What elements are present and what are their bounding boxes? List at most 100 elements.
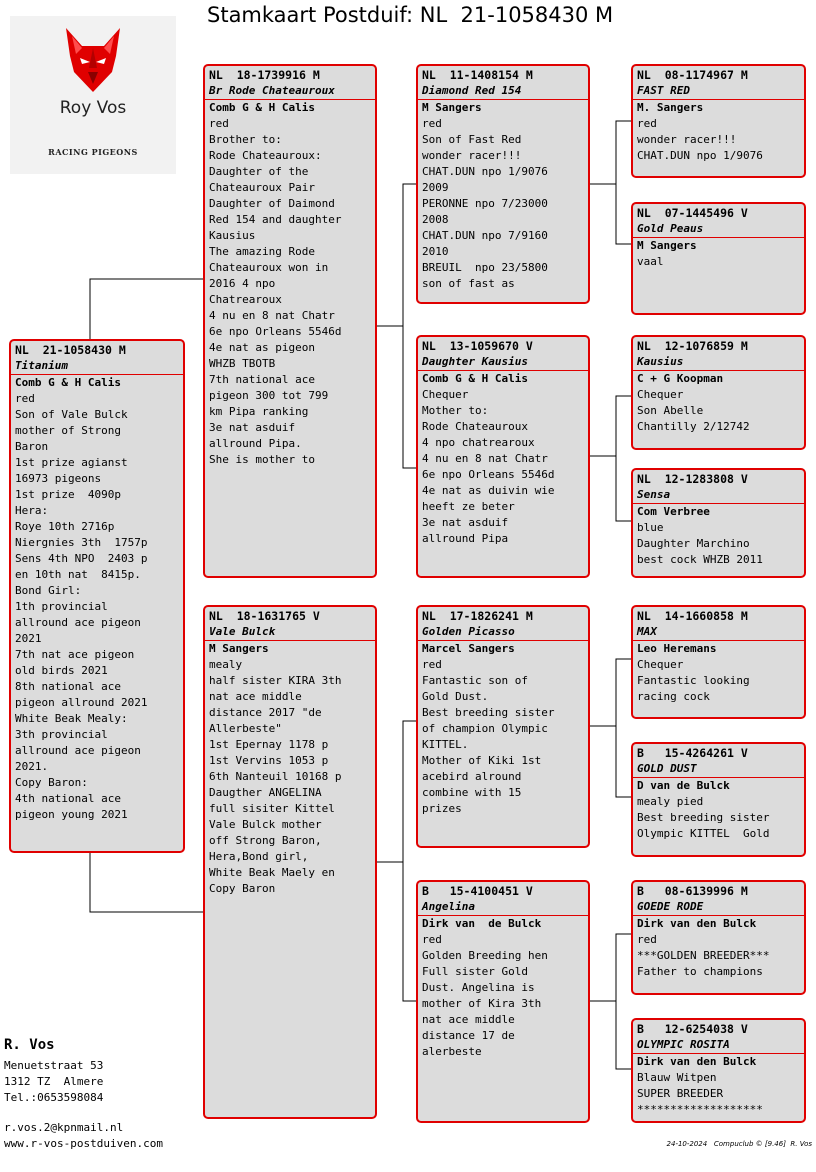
note-line: 6th Nanteuil 10168 p: [209, 770, 342, 783]
pigeon-name: Br Rode Chateauroux: [205, 83, 375, 100]
note-line: Hera:: [15, 504, 49, 517]
note-line: red: [422, 933, 442, 946]
note-line: 3e nat asduif: [422, 516, 509, 529]
ring-number: B 08-6139996 M: [637, 884, 748, 898]
note-line: KITTEL.: [422, 738, 469, 751]
note-line: Daughter of Daimond: [209, 197, 335, 210]
note-line: full sisiter Kittel: [209, 802, 335, 815]
note-line: 4 npo chatrearoux: [422, 436, 535, 449]
note-line: WHZB TBOTB: [209, 357, 276, 370]
note-line: 6e npo Orleans 5546d: [209, 325, 342, 338]
note-line: 3e nat asduif: [209, 421, 296, 434]
note-line: Chatrearoux: [209, 293, 282, 306]
note-line: allround ace pigeon: [15, 616, 141, 629]
note-line: Chateauroux Pair: [209, 181, 315, 194]
breeder: Comb G & H Calis: [422, 372, 528, 385]
owner-name: R. Vos: [4, 1037, 55, 1053]
note-line: Fantastic son of: [422, 674, 528, 687]
note-line: 1st Vervins 1053 p: [209, 754, 329, 767]
pigeon-name: Diamond Red 154: [418, 83, 588, 100]
note-line: allround ace pigeon: [15, 744, 141, 757]
note-line: red: [422, 658, 442, 671]
pigeon-name: Angelina: [418, 899, 588, 916]
note-line: 2010: [422, 245, 449, 258]
note-line: old birds 2021: [15, 664, 108, 677]
breeder: Dirk van den Bulck: [637, 1055, 757, 1068]
pigeon-name: MAX: [633, 624, 804, 641]
pigeon-name: Titanium: [11, 358, 183, 375]
note-line: racing cock: [637, 690, 710, 703]
note-line: *******************: [637, 1103, 763, 1116]
logo-name: Roy Vos: [59, 98, 127, 118]
note-line: heeft ze beter: [422, 500, 515, 513]
note-line: 7th national ace: [209, 373, 315, 386]
pigeon-name: Vale Bulck: [205, 624, 375, 641]
note-line: 1st prize agianst: [15, 456, 128, 469]
note-line: red: [15, 392, 35, 405]
owner-address-street: Menuetstraat 53: [4, 1059, 104, 1072]
note-line: Chequer: [422, 388, 469, 401]
note-line: Allerbeste": [209, 722, 282, 735]
note-line: best cock WHZB 2011: [637, 553, 763, 566]
pigeon-name: Daughter Kausius: [418, 354, 588, 371]
note-line: Mother to:: [422, 404, 489, 417]
note-line: off Strong Baron,: [209, 834, 322, 847]
note-line: Golden Breeding hen: [422, 949, 548, 962]
note-line: red: [422, 117, 442, 130]
ring-number: NL 21-1058430 M: [15, 343, 126, 357]
note-line: red: [637, 117, 657, 130]
note-line: Chequer: [637, 388, 684, 401]
note-line: White Beak Mealy:: [15, 712, 128, 725]
note-line: nat ace middle: [209, 690, 302, 703]
note-line: Baron: [15, 440, 49, 453]
note-line: Red 154 and daughter: [209, 213, 342, 226]
owner-address-city: 1312 TZ Almere: [4, 1075, 104, 1088]
pigeon-name: Sensa: [633, 487, 804, 504]
note-line: km Pipa ranking: [209, 405, 309, 418]
pigeon-name: Golden Picasso: [418, 624, 588, 641]
note-line: SUPER BREEDER: [637, 1087, 724, 1100]
breeder: M Sangers: [209, 642, 269, 655]
note-line: pigeon allround 2021: [15, 696, 148, 709]
ring-number: B 15-4100451 V: [422, 884, 533, 898]
pedigree-card-sire: NL 18-1739916 M Br Rode Chateauroux Comb…: [203, 64, 377, 578]
pedigree-card-dss: NL 14-1660858 M MAX Leo Heremans Chequer…: [631, 605, 806, 719]
note-line: Sens 4th NPO 2403 p: [15, 552, 148, 565]
pedigree-card-dsd: B 15-4264261 V GOLD DUST D van de Bulck …: [631, 742, 806, 857]
ring-number: NL 12-1283808 V: [637, 472, 748, 486]
breeder: Dirk van de Bulck: [422, 917, 542, 930]
page-title: Stamkaart Postduif: NL 21-1058430 M: [207, 3, 614, 27]
note-line: CHAT.DUN npo 7/9160: [422, 229, 548, 242]
note-line: Olympic KITTEL Gold: [637, 827, 770, 840]
note-line: 6e npo Orleans 5546d: [422, 468, 555, 481]
note-line: 3th provincial: [15, 728, 108, 741]
note-line: Daughter Marchino: [637, 537, 750, 550]
ring-number: NL 17-1826241 M: [422, 609, 533, 623]
note-line: 4e nat as pigeon: [209, 341, 315, 354]
breeder: Dirk van den Bulck: [637, 917, 757, 930]
pigeon-name: GOEDE RODE: [633, 899, 804, 916]
note-line: wonder racer!!!: [422, 149, 522, 162]
note-line: blue: [637, 521, 664, 534]
note-line: CHAT.DUN npo 1/9076: [637, 149, 763, 162]
note-line: Chateauroux won in: [209, 261, 329, 274]
ring-number: B 15-4264261 V: [637, 746, 748, 760]
breeder: Leo Heremans: [637, 642, 717, 655]
pigeon-name: FAST RED: [633, 83, 804, 100]
logo-subtitle: RACING PIGEONS: [48, 147, 138, 157]
pedigree-card-dds: B 08-6139996 M GOEDE RODE Dirk van den B…: [631, 880, 806, 995]
ring-number: NL 18-1739916 M: [209, 68, 320, 82]
note-line: ***GOLDEN BREEDER***: [637, 949, 770, 962]
note-line: Son of Fast Red: [422, 133, 522, 146]
breeder: Comb G & H Calis: [209, 101, 315, 114]
note-line: Brother to:: [209, 133, 282, 146]
note-line: nat ace middle: [422, 1013, 515, 1026]
note-line: red: [209, 117, 229, 130]
note-line: vaal: [637, 255, 664, 268]
owner-website: www.r-vos-postduiven.com: [4, 1137, 163, 1150]
pigeon-name: GOLD DUST: [633, 761, 804, 778]
breeder: M Sangers: [422, 101, 482, 114]
pigeon-name: Kausius: [633, 354, 804, 371]
owner-email: r.vos.2@kpnmail.nl: [4, 1121, 124, 1134]
note-line: Son Abelle: [637, 404, 704, 417]
